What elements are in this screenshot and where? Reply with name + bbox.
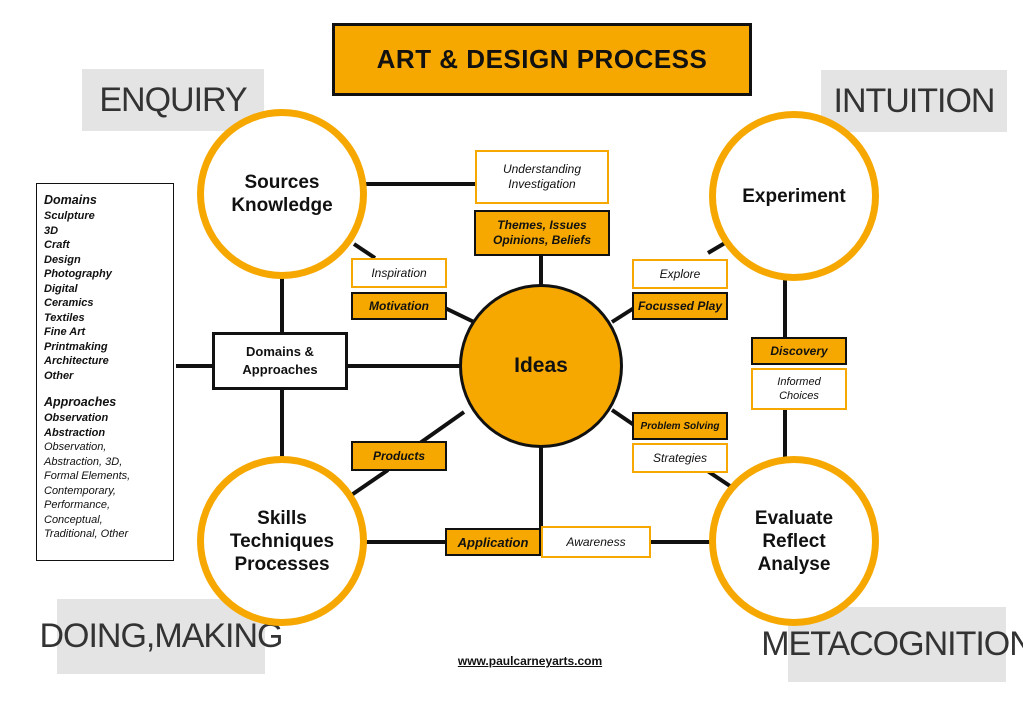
node-skills-line3: Processes [234,553,330,575]
node-evaluate-line2: Reflect [762,530,826,552]
node-skills-line2: Techniques [229,530,335,552]
label-inspiration: Inspiration [351,258,447,288]
connector-ideas-products [418,410,466,445]
node-evaluate-line3: Analyse [757,553,831,575]
list-domain-item: Textiles [44,311,85,324]
label-understanding-investigation: Understanding Investigation [475,150,609,204]
node-evaluate-reflect-analyse: Evaluate Reflect Analyse [709,456,879,626]
website-link[interactable]: www.paulcarneyarts.com [457,654,603,668]
list-approach-item: Conceptual, [44,513,103,526]
connector-products-skills [348,468,390,498]
label-products: Products [351,441,447,471]
list-domain-item: 3D [44,224,59,237]
label-domains-line1: Domains & [246,344,314,359]
list-approach-item: Traditional, Other [44,528,129,540]
list-domains-heading: Domains [44,193,97,207]
list-domain-item: Fine Art [44,326,86,338]
list-domain-item: Ceramics [44,297,94,309]
connector-ideas-problemsolving [610,408,636,427]
list-approach-item: Observation, [44,441,107,453]
node-skills-techniques-processes: Skills Techniques Processes [197,456,367,626]
list-domain-item: Other [44,369,74,382]
node-experiment-label: Experiment [742,185,846,207]
label-themes-line1: Themes, Issues [497,218,587,232]
node-sources-knowledge: Sources Knowledge [197,109,367,279]
node-skills-line1: Skills [257,507,307,529]
connector-ideas-focussedplay [610,306,636,324]
diagram-title: ART & DESIGN PROCESS [332,23,752,96]
corner-label-intuition: INTUITION [821,70,1007,132]
label-problem-solving: Problem Solving [632,412,728,440]
label-strategies: Strategies [632,443,728,473]
label-understanding-line2: Investigation [508,177,576,191]
corner-label-enquiry: ENQUIRY [82,69,264,131]
node-evaluate-line1: Evaluate [754,507,834,529]
list-domain-item: Craft [44,239,70,251]
label-understanding-line1: Understanding [502,162,582,176]
list-domain-item: Sculpture [44,210,95,222]
label-themes-line2: Opinions, Beliefs [492,233,591,247]
list-approach-item: Observation [44,412,109,424]
list-domain-item: Architecture [44,355,109,367]
label-application: Application [445,528,541,556]
list-domain-item: Design [44,253,81,266]
node-sources-line1: Sources [244,172,320,193]
label-domains-approaches: Domains & Approaches [212,332,348,390]
connector-motivation-ideas [444,306,475,324]
label-explore: Explore [632,259,728,289]
label-domains-line2: Approaches [242,362,318,377]
label-discovery: Discovery [751,337,847,365]
list-approach-item: Contemporary, [44,484,116,497]
label-informed-choices: Informed Choices [751,368,847,410]
list-approach-item: Abstraction [44,426,106,439]
list-domain-item: Digital [44,282,78,295]
node-experiment: Experiment [709,111,879,281]
label-informed-line1: Informed [777,376,821,388]
list-domain-item: Printmaking [44,340,108,353]
corner-label-doing-making: DOING,MAKING [39,599,284,674]
node-sources-line2: Knowledge [231,195,333,216]
list-approach-item: Abstraction, 3D, [44,455,123,468]
list-domain-item: Photography [44,268,112,280]
label-focussed-play: Focussed Play [632,292,728,320]
node-ideas: Ideas [459,284,623,448]
label-themes-opinions: Themes, Issues Opinions, Beliefs [474,210,610,256]
connector-sources-inspiration [352,242,377,260]
list-approach-item: Formal Elements, [44,470,131,482]
label-informed-line2: Choices [779,390,819,402]
label-motivation: Motivation [351,292,447,320]
list-approaches-heading: Approaches [44,395,117,409]
label-awareness: Awareness [541,526,651,558]
list-approach-item: Performance, [44,499,111,511]
domains-approaches-list: Domains Sculpture 3D Craft Design Photog… [36,183,174,561]
list-spacer [44,383,173,394]
